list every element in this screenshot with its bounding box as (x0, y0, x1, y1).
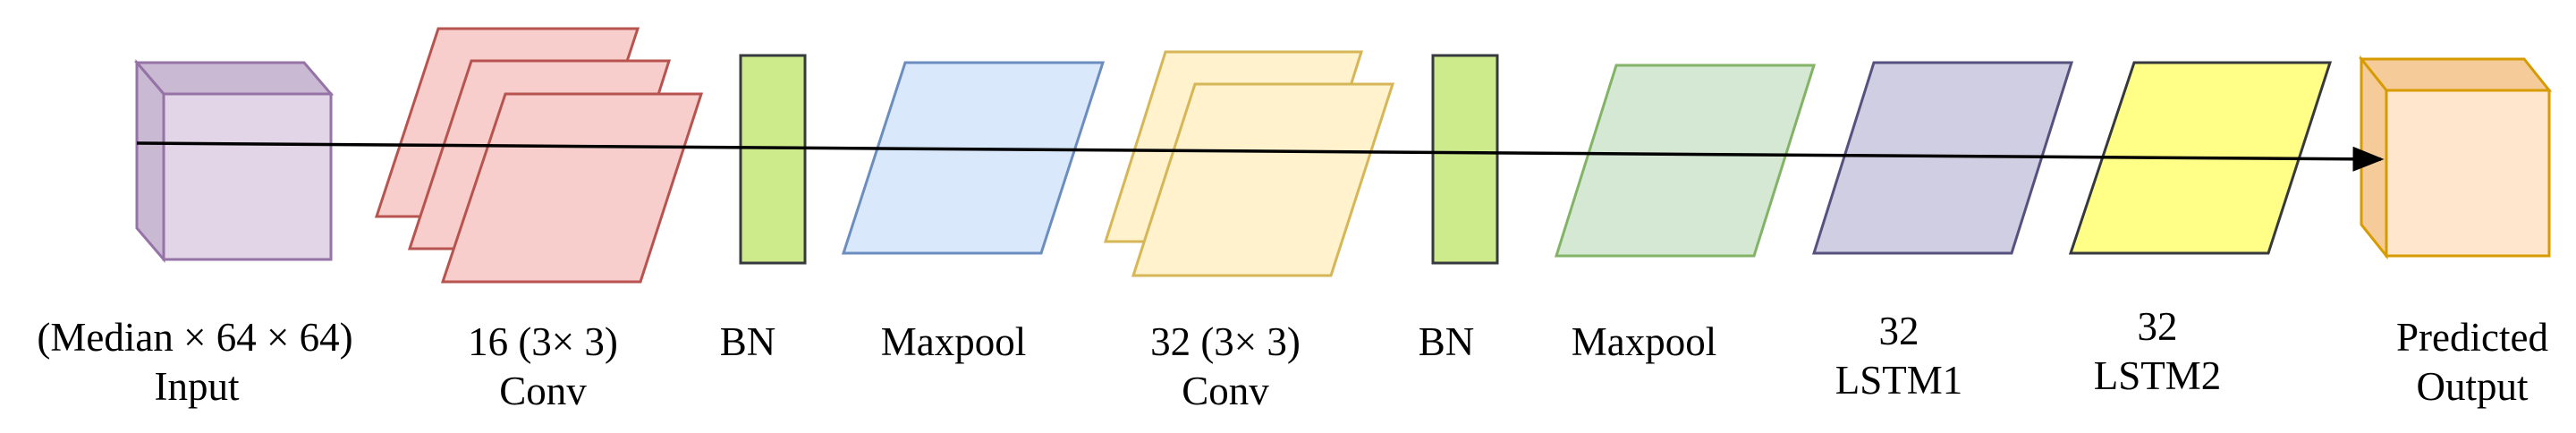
output-label-line1: Predicted (2396, 315, 2548, 360)
conv2-map-front (1131, 82, 1395, 277)
input-cube (133, 58, 335, 264)
output-cube-side (2360, 55, 2388, 260)
maxpool2-block (1554, 64, 1817, 258)
output-cube-top (2358, 57, 2553, 92)
output-cube-front (2385, 89, 2551, 258)
maxpool1-block (841, 61, 1106, 255)
conv1-feature-maps (374, 27, 704, 284)
flow-arrow (136, 141, 2385, 172)
conv1-label-line1: 16 (3× 3) (468, 319, 618, 364)
bn1-block (739, 54, 807, 265)
lstm1-block (1811, 61, 2074, 255)
input-cube-front (162, 92, 333, 261)
input-cube-top (133, 61, 335, 96)
lstm2-label-line2: LSTM2 (2094, 353, 2222, 398)
conv2-label-line1: 32 (3× 3) (1150, 319, 1301, 364)
lstm2-label-line1: 32 (2138, 304, 2178, 349)
input-label-line1: (Median × 64 × 64) (37, 315, 352, 360)
input-cube-side (135, 58, 165, 264)
conv2-feature-maps (1103, 50, 1395, 277)
maxpool2-label: Maxpool (1572, 319, 1717, 364)
maxpool1-label: Maxpool (881, 319, 1027, 364)
lstm1-label-line2: LSTM1 (1835, 358, 1963, 403)
bn1-label: BN (720, 319, 776, 364)
conv1-map-front (440, 92, 704, 284)
output-cube (2358, 55, 2553, 260)
bn2-block (1431, 54, 1499, 265)
conv2-label-line2: Conv (1182, 369, 1269, 413)
lstm1-label-line1: 32 (1879, 309, 1919, 353)
conv1-label-line2: Conv (499, 369, 587, 413)
bn2-label: BN (1419, 319, 1475, 364)
input-label-line2: Input (155, 364, 240, 409)
output-label-line2: Output (2416, 364, 2529, 409)
